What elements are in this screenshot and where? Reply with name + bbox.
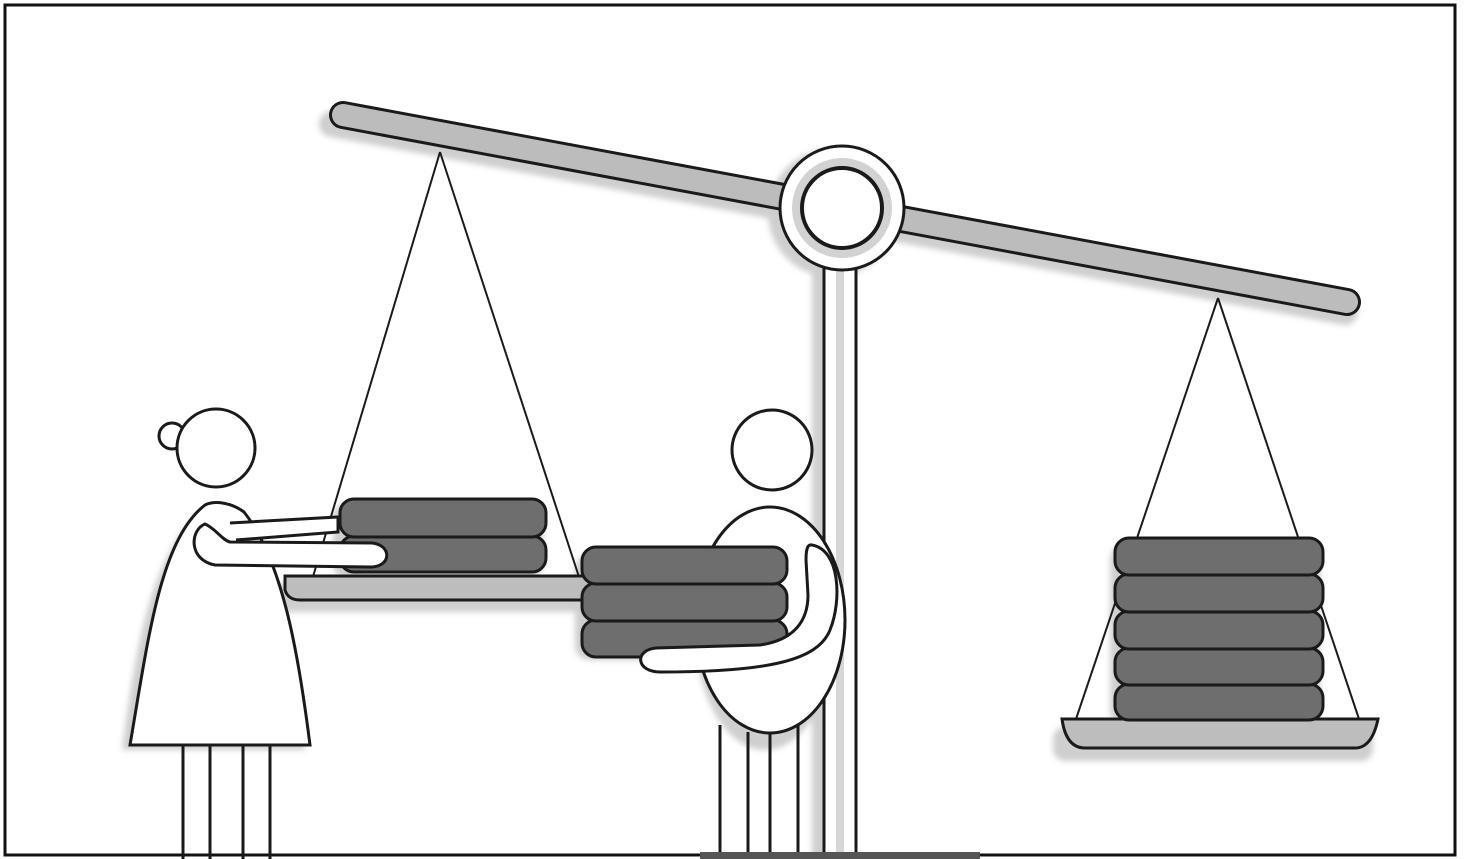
pivot-ring — [780, 146, 904, 270]
weight-plate — [1115, 538, 1323, 575]
left-pan — [285, 576, 600, 600]
right-pan-weights — [1115, 538, 1323, 720]
weight-plate — [340, 499, 546, 537]
man-head — [732, 410, 812, 490]
weight-plate — [582, 583, 787, 621]
weight-plate — [1115, 611, 1323, 649]
right-pan — [1062, 719, 1378, 748]
weight-plate — [1115, 648, 1323, 685]
weight-plate — [1115, 574, 1323, 612]
weight-plate — [1115, 684, 1323, 720]
ground-hint — [700, 852, 980, 859]
woman-head — [177, 409, 255, 487]
weight-plate — [582, 547, 787, 584]
carried-weights — [582, 547, 787, 657]
